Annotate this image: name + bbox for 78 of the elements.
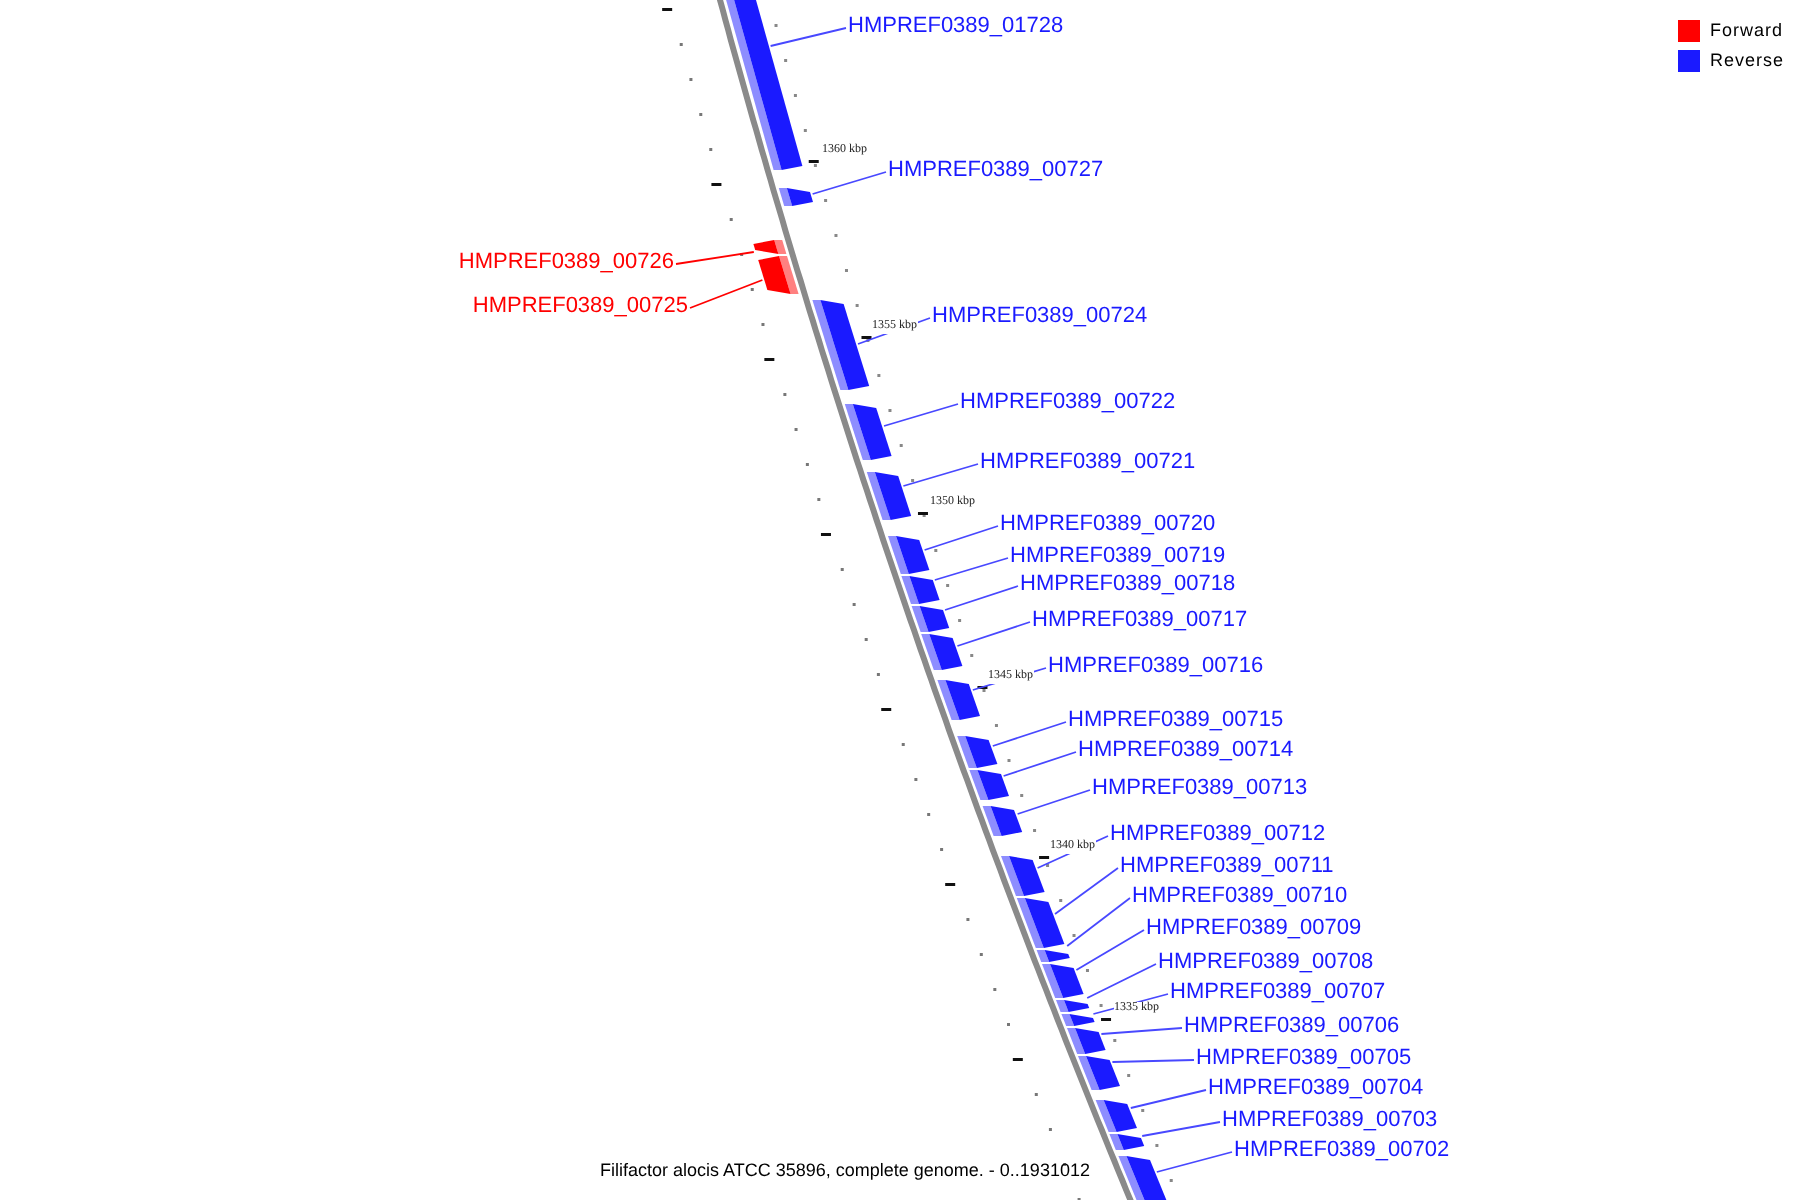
gene-label: HMPREF0389_00725: [472, 292, 688, 320]
gene-label: HMPREF0389_00702: [1234, 1136, 1450, 1164]
leader-line: [944, 585, 1019, 611]
gene-block: [1109, 1134, 1145, 1150]
gene-label: HMPREF0389_00703: [1222, 1106, 1438, 1134]
leader-line: [689, 279, 764, 309]
gene-label: HMPREF0389_00726: [458, 248, 674, 276]
leader-line: [1111, 1059, 1195, 1063]
gene-block: [1061, 1014, 1095, 1026]
gene-label: HMPREF0389_00724: [932, 302, 1148, 330]
gene-label: HMPREF0389_00717: [1032, 606, 1248, 634]
leader-line: [933, 557, 1009, 581]
gene-block: [1078, 1056, 1120, 1090]
caption: Filifactor alocis ATCC 35896, complete genome. - 0..1931012: [600, 1158, 1090, 1182]
gene-block: [969, 770, 1009, 800]
gene-label: HMPREF0389_00714: [1078, 736, 1294, 764]
gene-label: HMPREF0389_00712: [1110, 820, 1326, 848]
leader-line: [1016, 789, 1091, 815]
gene-block: [866, 472, 912, 520]
gene-label: HMPREF0389_00721: [980, 448, 1196, 476]
leader-line: [1155, 1151, 1233, 1173]
gene-block: [1118, 1156, 1168, 1200]
leader-line: [1054, 867, 1119, 915]
gene-block: [901, 576, 940, 604]
leader-line: [1086, 963, 1157, 999]
gene-block: [937, 680, 980, 720]
gene-label: HMPREF0389_00722: [960, 388, 1176, 416]
gene-label: HMPREF0389_00713: [1092, 774, 1308, 802]
gene-block: [1056, 1000, 1090, 1012]
gene-label: HMPREF0389_00711: [1120, 852, 1334, 880]
gene-block: [812, 300, 870, 390]
gene-block: [725, 0, 803, 170]
gene-block: [982, 806, 1023, 836]
gene-block: [911, 606, 950, 632]
gene-block: [1001, 856, 1045, 896]
gene-label: HMPREF0389_00710: [1132, 882, 1348, 910]
gene-label: HMPREF0389_00720: [1000, 510, 1216, 538]
leader-line: [675, 251, 755, 265]
gene-block: [778, 188, 813, 206]
gene-block: [888, 536, 930, 574]
gene-block: [1036, 950, 1070, 962]
legend-label: Reverse: [1710, 50, 1785, 72]
leader-line: [1129, 1089, 1207, 1109]
gene-block: [957, 736, 998, 768]
leader-line: [769, 27, 847, 47]
gene-block: [1016, 898, 1065, 948]
leader-line: [883, 403, 959, 427]
gene-block: [1095, 1100, 1137, 1132]
gene-block: [1067, 1028, 1106, 1054]
leader-line: [991, 721, 1067, 747]
leader-line: [1075, 929, 1145, 971]
gene-label: HMPREF0389_00715: [1068, 706, 1284, 734]
leader-line: [811, 171, 887, 195]
gene-label: HMPREF0389_00716: [1048, 652, 1264, 680]
gene-label: HMPREF0389_00708: [1158, 948, 1374, 976]
leader-line: [857, 317, 931, 345]
gene-block: [921, 634, 963, 670]
gene-label: HMPREF0389_00719: [1010, 542, 1226, 570]
gene-label: HMPREF0389_00709: [1146, 914, 1362, 942]
leader-line: [1141, 1121, 1221, 1137]
gene-label: HMPREF0389_00707: [1170, 978, 1386, 1006]
leader-line: [956, 621, 1031, 647]
gene-block: [1042, 964, 1084, 998]
gene-label: HMPREF0389_00706: [1184, 1012, 1400, 1040]
gene-block: [758, 256, 799, 294]
leader-line: [1066, 897, 1131, 947]
gene-label: HMPREF0389_00705: [1196, 1044, 1412, 1072]
gene-block: [753, 240, 787, 254]
leader-line: [902, 463, 979, 487]
leader-line: [1002, 751, 1077, 777]
leader-line: [923, 525, 999, 551]
gene-label: HMPREF0389_00704: [1208, 1074, 1424, 1102]
gene-label: HMPREF0389_00727: [888, 156, 1104, 184]
gene-block: [844, 404, 892, 460]
gene-label: HMPREF0389_01728: [848, 12, 1064, 40]
legend-label: Forward: [1710, 20, 1784, 42]
gene-label: HMPREF0389_00718: [1020, 570, 1236, 598]
leader-line: [1100, 1027, 1183, 1035]
